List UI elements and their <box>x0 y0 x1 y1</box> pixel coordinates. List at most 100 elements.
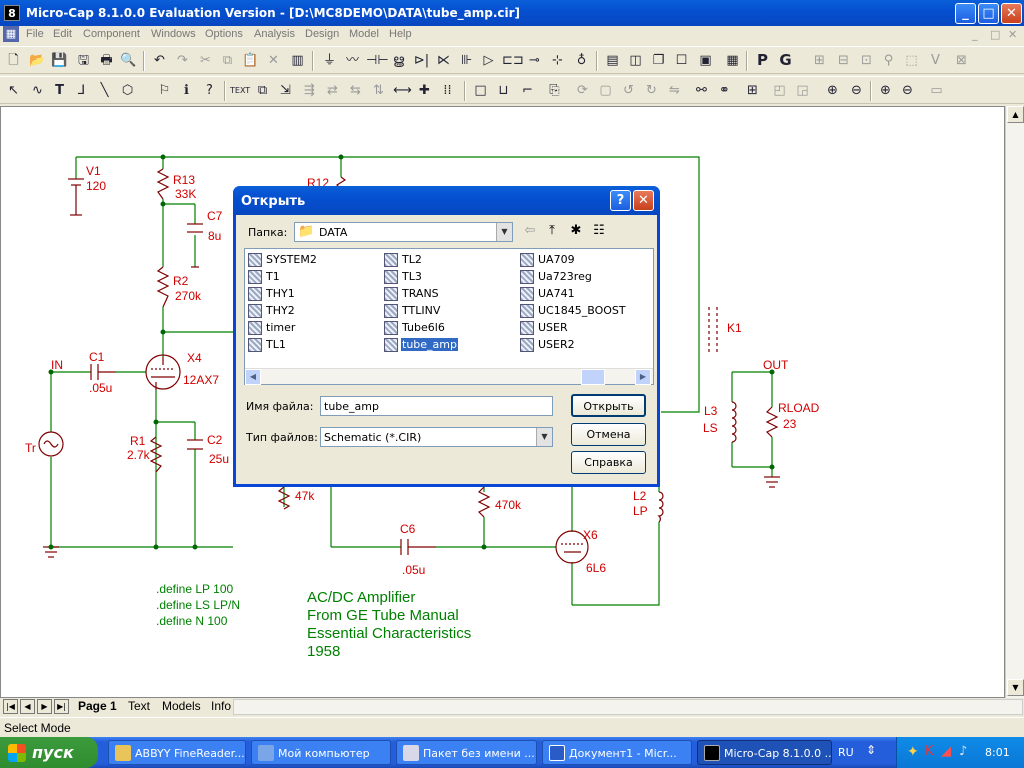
clear-icon[interactable]: ✕ <box>268 53 279 68</box>
delete-page-icon[interactable]: ⊖ <box>851 83 862 98</box>
close-button[interactable]: ✕ <box>1001 3 1022 24</box>
save-all-icon[interactable]: 🖫 <box>77 53 90 68</box>
menu-component[interactable]: Component <box>83 28 140 40</box>
start-button[interactable]: пуск <box>0 737 98 768</box>
rotate-left-icon[interactable]: ↺ <box>623 83 634 98</box>
open-icon[interactable]: 📂 <box>29 53 46 68</box>
go-to-icon[interactable]: ⊞ <box>747 83 758 98</box>
scroll-left-icon[interactable]: ◀ <box>245 369 261 385</box>
file-list-scrollbar[interactable]: ◀ ▶ <box>245 368 653 385</box>
flag-icon[interactable]: ⚐ <box>158 83 171 98</box>
binoculars-icon[interactable]: ⚭ <box>719 83 730 98</box>
folder-combo[interactable]: 📁 DATA ▼ <box>294 222 513 242</box>
transistor-icon[interactable]: ⋉ <box>437 53 450 68</box>
grid-icon[interactable]: G <box>779 51 792 69</box>
tab-models[interactable]: Models <box>162 699 201 713</box>
opamp-icon[interactable]: ▷ <box>483 53 494 68</box>
cancel-button[interactable]: Отмена <box>571 423 646 446</box>
select-mode-icon[interactable]: ↖ <box>8 83 19 98</box>
filename-input[interactable]: tube_amp <box>320 396 553 416</box>
tray-app-icon[interactable]: ✦ <box>907 744 919 760</box>
vertical-scrollbar[interactable]: ▲ ▼ <box>1005 106 1024 698</box>
view-menu-icon[interactable]: ☷ <box>593 223 605 238</box>
point-to-end-icon[interactable]: ⇲ <box>280 83 291 98</box>
tab-text[interactable]: Text <box>128 699 151 713</box>
rectangle-icon[interactable]: □ <box>474 83 487 98</box>
window-list-icon[interactable]: ▣ <box>699 53 712 68</box>
scroll-up-icon[interactable]: ▲ <box>1007 106 1024 123</box>
prev-page-icon[interactable]: ◀ <box>20 699 35 714</box>
ground-icon[interactable]: ⏚ <box>322 53 336 68</box>
cross-icon[interactable]: ✚ <box>419 83 430 98</box>
current-icon[interactable]: ⚲ <box>883 53 894 68</box>
window-split-icon[interactable]: ◫ <box>629 53 642 68</box>
task-microcap[interactable]: Micro-Cap 8.1.0.0 ... <box>697 740 832 765</box>
up-folder-icon[interactable]: ⤒ <box>549 223 555 238</box>
flip-icon[interactable]: ⇅ <box>373 83 384 98</box>
menu-help[interactable]: Help <box>389 28 412 40</box>
menu-edit[interactable]: Edit <box>53 28 72 40</box>
pin-connection-icon[interactable]: ⊠ <box>956 53 967 68</box>
kaspersky-icon[interactable]: K <box>925 744 934 759</box>
last-page-icon[interactable]: ▶| <box>54 699 69 714</box>
security-icon[interactable]: ◢ <box>941 744 951 759</box>
swap-icon[interactable]: ⇋ <box>669 83 680 98</box>
battery-icon[interactable]: ⊪ <box>460 53 473 68</box>
dialog-help-button[interactable]: ? <box>610 190 631 211</box>
app-icon[interactable]: 8 <box>4 5 20 21</box>
file-list[interactable]: SYSTEM2 T1 THY1 THY2 timer TL1 TL2 TL3 T… <box>244 248 654 385</box>
cut-icon[interactable]: ✂ <box>200 53 211 68</box>
text-attr-icon[interactable]: TEXT <box>230 86 251 95</box>
resistor-icon[interactable]: 〰 <box>345 53 359 68</box>
select-all-icon[interactable]: ▥ <box>291 53 304 68</box>
undo-icon[interactable]: ↶ <box>154 53 165 68</box>
menu-file[interactable]: File <box>26 28 44 40</box>
mdi-minimize-button[interactable]: _ <box>972 28 978 41</box>
border-icon[interactable]: ⌐ <box>522 83 533 98</box>
scroll-right-icon[interactable]: ▶ <box>635 369 651 385</box>
horizontal-scrollbar[interactable] <box>233 699 1023 715</box>
mdi-close-button[interactable]: ✕ <box>1008 28 1018 41</box>
info-icon[interactable]: ℹ <box>184 83 189 98</box>
redo-icon[interactable]: ↷ <box>177 53 188 68</box>
scroll-down-icon[interactable]: ▼ <box>1007 679 1024 696</box>
clock[interactable]: 8:01 <box>985 746 1010 759</box>
new-icon[interactable]: 🗋 <box>8 53 19 68</box>
node-voltage-icon[interactable]: ⊡ <box>861 53 872 68</box>
back-icon[interactable]: ⇦ <box>524 223 536 238</box>
filetype-combo[interactable]: Schematic (*.CIR) ▼ <box>320 427 553 447</box>
power-icon[interactable]: ⬚ <box>905 53 918 68</box>
probe-icon[interactable]: ⊹ <box>552 53 563 68</box>
menu-windows[interactable]: Windows <box>151 28 196 40</box>
menu-analysis[interactable]: Analysis <box>254 28 295 40</box>
node-numbers-icon[interactable]: ⊟ <box>838 53 849 68</box>
mirror-icon[interactable]: ⇆ <box>350 83 361 98</box>
language-indicator[interactable]: RU <box>838 746 854 759</box>
task-word[interactable]: Документ1 - Micr... <box>542 740 692 765</box>
switch-icon[interactable]: ⊏⊐ <box>502 53 524 68</box>
scroll-thumb[interactable] <box>581 369 605 385</box>
zoom-in-icon[interactable]: ⊕ <box>880 83 891 98</box>
tab-info[interactable]: Info <box>211 699 232 713</box>
maximize-button[interactable]: □ <box>978 3 999 24</box>
open-button[interactable]: Открыть <box>571 394 646 417</box>
condition-icon[interactable]: V <box>931 53 940 68</box>
minimize-button[interactable]: _ <box>955 3 976 24</box>
rubberband-icon[interactable]: ⧉ <box>257 83 268 98</box>
menu-model[interactable]: Model <box>349 28 379 40</box>
pin-icon[interactable]: P <box>757 51 768 69</box>
graphics-icon[interactable]: ⬡ <box>121 83 134 98</box>
front-icon[interactable]: ◰ <box>773 83 786 98</box>
diode-icon[interactable]: ⊳| <box>413 53 430 68</box>
box-icon[interactable]: ▢ <box>599 83 612 98</box>
dialog-titlebar[interactable]: Открыть ? ✕ <box>233 186 660 215</box>
back-icon[interactable]: ◲ <box>796 83 809 98</box>
volume-icon[interactable]: ♪ <box>959 744 968 759</box>
chevron-down-icon[interactable]: ▼ <box>496 223 512 241</box>
grid-dots-icon[interactable]: ⁞⁞ <box>443 83 452 98</box>
zoom-out-icon[interactable]: ⊖ <box>902 83 913 98</box>
mdi-doc-icon[interactable]: ▦ <box>3 26 19 42</box>
menu-options[interactable]: Options <box>205 28 243 40</box>
paste-icon[interactable]: 📋 <box>242 53 259 68</box>
component-mode-icon[interactable]: ∿ <box>32 83 43 98</box>
